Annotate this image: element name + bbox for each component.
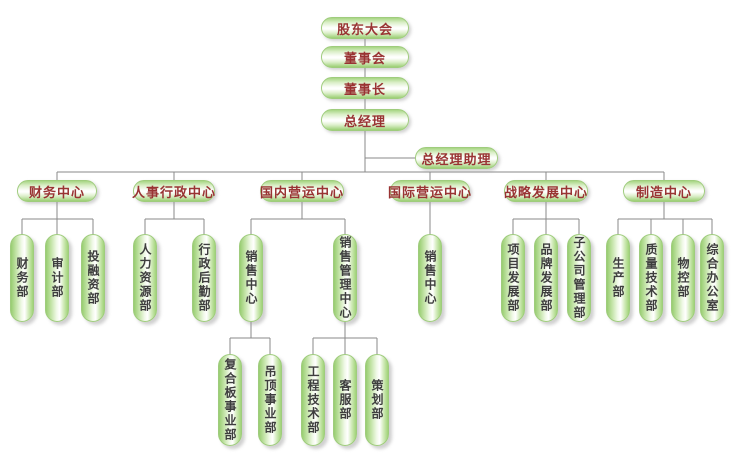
- node-international-operations-center: 国际营运中心: [388, 180, 471, 202]
- node-gm-assistant: 总经理助理: [415, 147, 498, 169]
- sales-management-branch: [312, 322, 378, 360]
- node-sales-center-international: 销售中心: [418, 234, 442, 322]
- node-admin-logistics-dept-label: 行政后勤部: [197, 243, 211, 313]
- node-sales-center-domestic-label: 销售中心: [244, 250, 258, 306]
- node-ceiling-business-dept: 吊顶事业部: [258, 354, 282, 446]
- node-sales-management-center: 销售管理中心: [333, 234, 357, 322]
- node-planning-dept: 策划部: [365, 354, 389, 446]
- node-strategy-development-center: 战略发展中心: [504, 180, 588, 202]
- node-subsidiary-management-dept-label: 子公司管理部: [572, 236, 586, 320]
- node-human-resources-dept: 人力资源部: [133, 234, 157, 322]
- strategy-branch: [512, 202, 580, 240]
- node-investment-financing-dept: 投融资部: [81, 234, 105, 322]
- node-sales-management-center-label: 销售管理中心: [338, 236, 352, 320]
- node-shareholders-meeting: 股东大会: [321, 17, 409, 39]
- node-audit-dept-label: 审计部: [50, 257, 64, 299]
- node-customer-service-dept-label: 客服部: [338, 379, 352, 421]
- node-composite-panel-business-dept-label: 复合板事业部: [223, 358, 237, 442]
- node-brand-development-dept-label: 品牌发展部: [539, 243, 553, 313]
- node-quality-technology-dept: 质量技术部: [639, 234, 663, 322]
- node-production-dept-label: 生产部: [611, 257, 625, 299]
- node-audit-dept: 审计部: [45, 234, 69, 322]
- node-project-development-dept-label: 项目发展部: [506, 243, 520, 313]
- node-composite-panel-business-dept: 复合板事业部: [218, 354, 242, 446]
- node-customer-service-dept: 客服部: [333, 354, 357, 446]
- node-general-manager: 总经理: [321, 109, 409, 131]
- node-project-development-dept: 项目发展部: [501, 234, 525, 322]
- node-admin-logistics-dept: 行政后勤部: [192, 234, 216, 322]
- node-board-of-directors: 董事会: [321, 46, 409, 68]
- node-engineering-technology-dept-label: 工程技术部: [306, 365, 320, 435]
- node-investment-financing-dept-label: 投融资部: [86, 250, 100, 306]
- sales-center-branch: [229, 322, 271, 360]
- node-quality-technology-dept-label: 质量技术部: [644, 243, 658, 313]
- node-general-office-label: 综合办公室: [705, 243, 719, 313]
- node-material-control-dept: 物控部: [671, 234, 695, 322]
- domestic-ops-branch: [250, 202, 346, 240]
- node-hr-admin-center: 人事行政中心: [132, 180, 215, 202]
- node-domestic-operations-center: 国内营运中心: [260, 180, 344, 202]
- node-ceiling-business-dept-label: 吊顶事业部: [263, 365, 277, 435]
- node-material-control-dept-label: 物控部: [676, 257, 690, 299]
- node-sales-center-domestic: 销售中心: [239, 234, 263, 322]
- node-general-office: 综合办公室: [700, 234, 724, 322]
- node-finance-center: 财务中心: [17, 180, 97, 202]
- node-production-dept: 生产部: [606, 234, 630, 322]
- node-human-resources-dept-label: 人力资源部: [138, 243, 152, 313]
- node-sales-center-international-label: 销售中心: [423, 250, 437, 306]
- center-stubs: [56, 172, 665, 180]
- node-brand-development-dept: 品牌发展部: [534, 234, 558, 322]
- finance-branch: [21, 202, 94, 240]
- node-finance-dept-label: 财务部: [15, 257, 29, 299]
- manufacturing-branch: [617, 202, 713, 240]
- node-finance-dept: 财务部: [10, 234, 34, 322]
- node-chairman: 董事长: [321, 77, 409, 99]
- node-manufacturing-center: 制造中心: [623, 180, 705, 202]
- node-subsidiary-management-dept: 子公司管理部: [567, 234, 591, 322]
- hr-admin-branch: [144, 202, 205, 240]
- node-engineering-technology-dept: 工程技术部: [301, 354, 325, 446]
- node-planning-dept-label: 策划部: [370, 379, 384, 421]
